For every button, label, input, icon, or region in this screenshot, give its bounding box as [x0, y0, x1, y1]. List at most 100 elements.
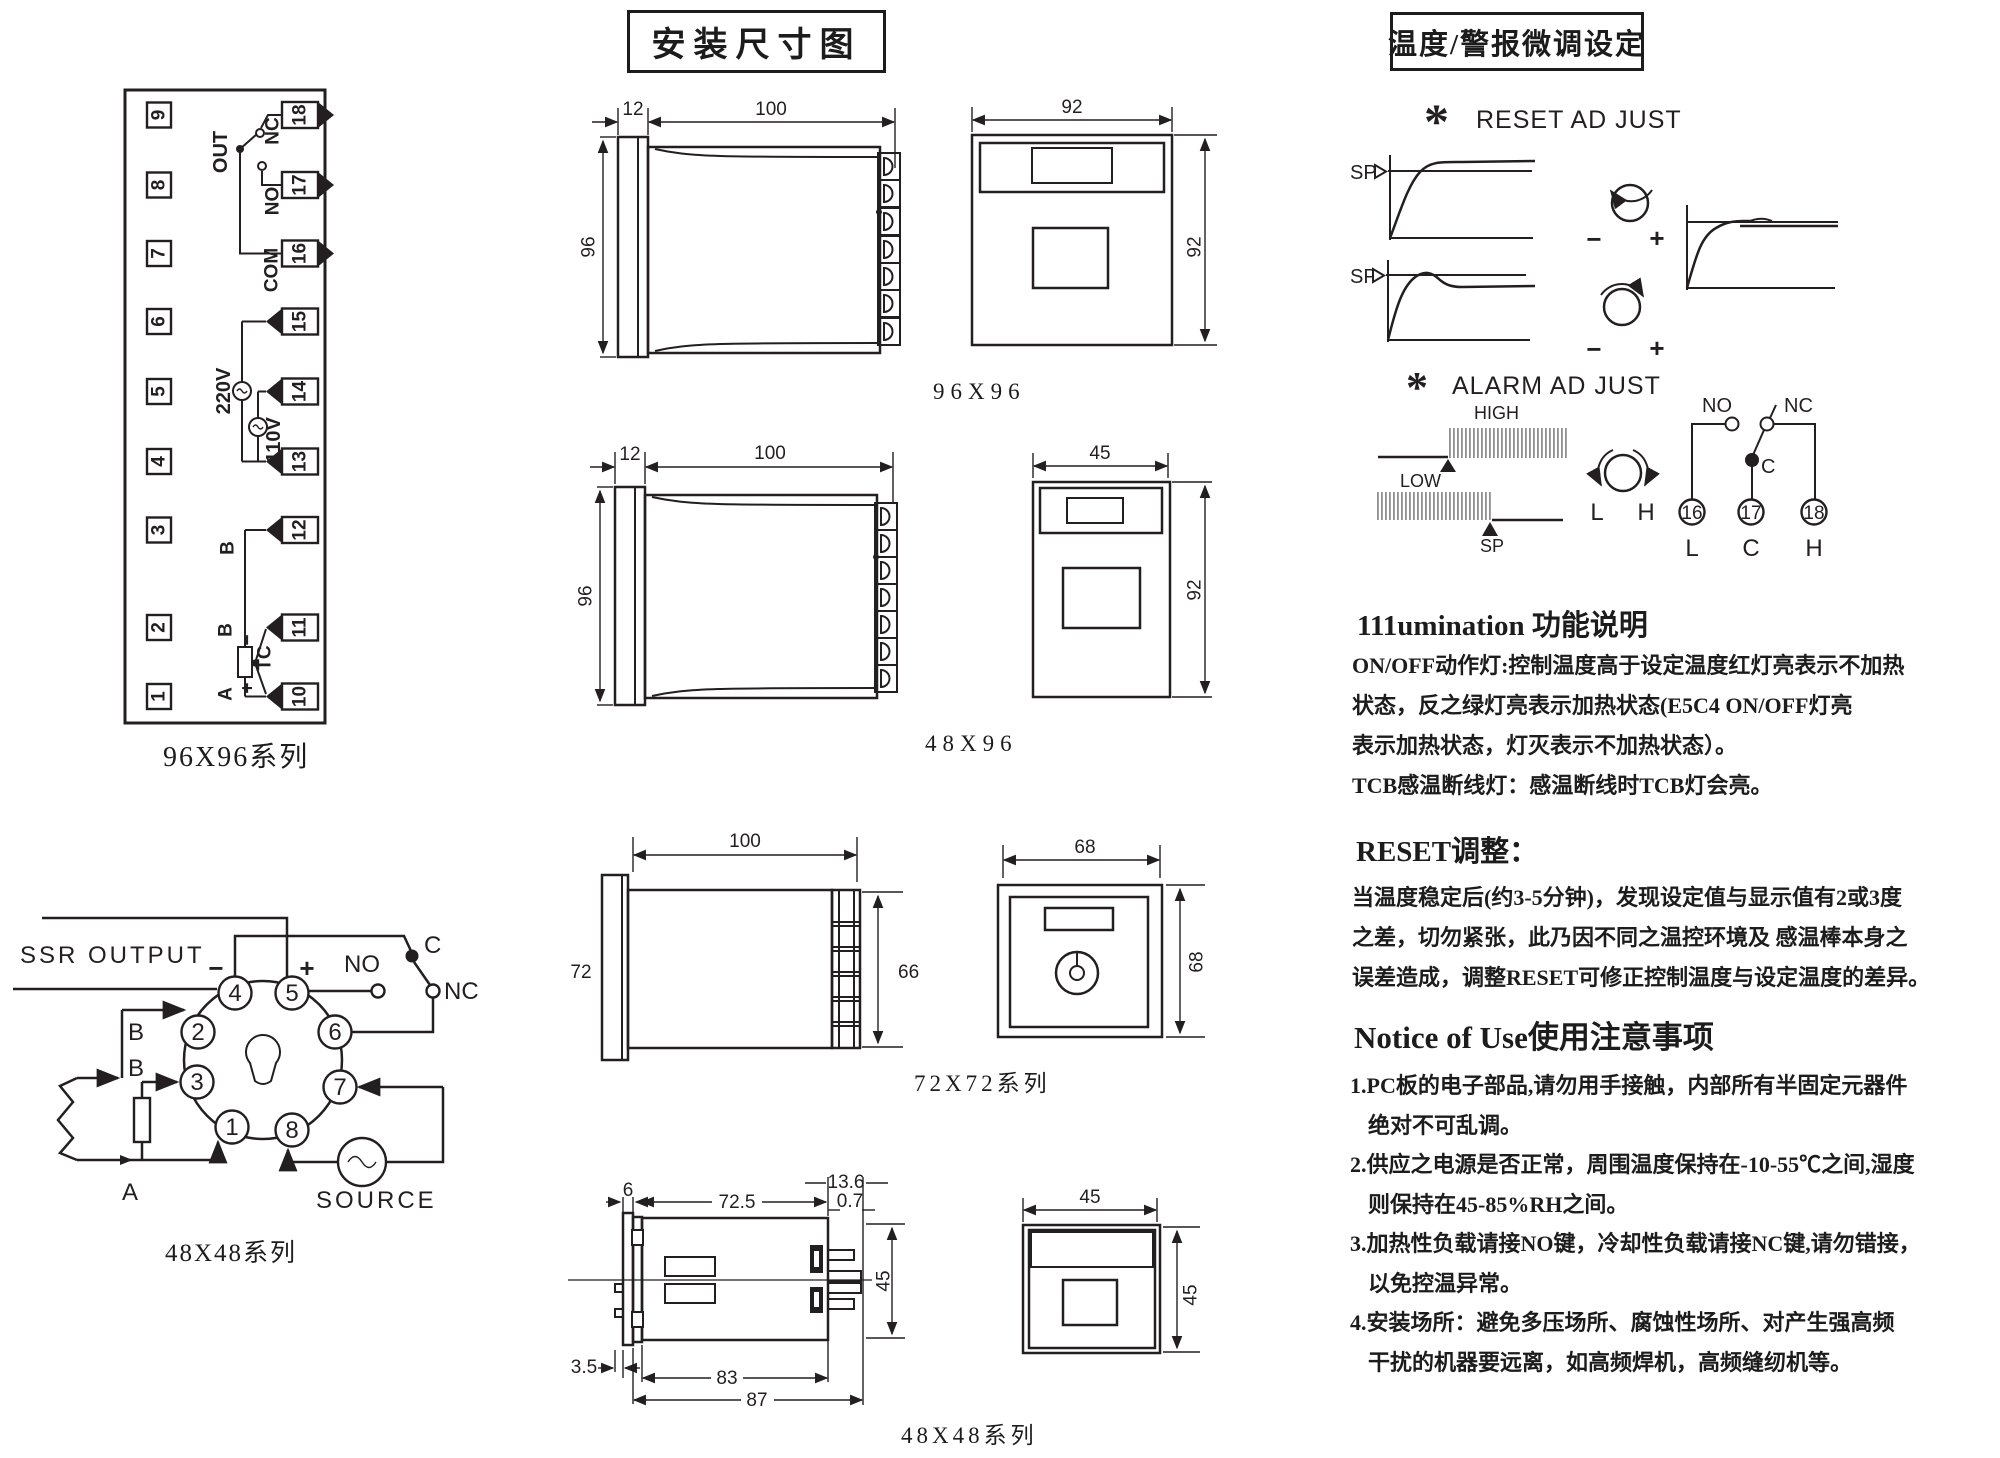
series-label-48x48: 48X48系列: [165, 1240, 298, 1267]
size-label-48x48: 48X48系列: [901, 1423, 1038, 1448]
l-label: L: [1590, 499, 1603, 526]
terminal-16: 16: [1681, 503, 1702, 524]
relay-contact-wiring: NO C NC: [309, 932, 479, 1034]
text-line: 误差造成，调整RESET可修正控制温度与设定温度的差异。: [1352, 965, 1931, 990]
terminal-left-pins: 9 8 7 6 5 4 3 2 1: [145, 101, 173, 711]
text-line: ON/OFF动作灯:控制温度高于设定温度红灯亮表示不加热: [1352, 653, 1905, 678]
reset-adjust-title: RESET AD JUST: [1476, 106, 1682, 134]
reset-section-body: 当温度稳定后(约3-5分钟)，发现设定值与显示值有2或3度 之差，切勿紧张，此乃…: [1352, 878, 1930, 998]
dim-72-5: 72.5: [719, 1192, 756, 1213]
no-label: NO: [344, 951, 380, 978]
front-view: 45 45: [1021, 1187, 1202, 1355]
dim-92-height: 92: [1185, 236, 1206, 257]
text-line: TCB感温断线灯：感温断线时TCB灯会亮。: [1352, 773, 1773, 798]
socket-pin: 8: [285, 1117, 298, 1144]
text-line: 干扰的机器要远离，如高频焊机，高频缝纫机等。: [1368, 1349, 1853, 1375]
tag-label: 16: [290, 243, 311, 264]
dimension-lines: [1032, 453, 1212, 698]
pin-label: 9: [149, 110, 170, 121]
source-wiring: SOURCE: [278, 1077, 445, 1214]
dim-100: 100: [729, 831, 761, 852]
pin-label: 5: [149, 386, 170, 397]
c-label: C: [1761, 456, 1775, 478]
plus-label: +: [1649, 333, 1664, 363]
terminal-h-label: H: [1805, 535, 1822, 562]
nc-label: NC: [263, 117, 284, 145]
dimension-drawing-96x96: 12 100 96 92 92: [579, 97, 1217, 359]
tc-label: TC: [255, 645, 276, 671]
size-label-72x72: 72X72系列: [914, 1071, 1051, 1096]
front-view: 68 68: [996, 837, 1208, 1039]
terminal-18: 18: [1803, 503, 1824, 524]
reset-section-heading: RESET调整：: [1356, 836, 1539, 868]
dimension-lines: [971, 107, 1217, 346]
dim-12: 12: [622, 99, 643, 120]
b2-label: B: [128, 1055, 144, 1082]
a-label: A: [216, 687, 237, 701]
ssr-output-label: SSR OUTPUT: [20, 942, 205, 969]
sp-graph-overshoot: SP: [1350, 155, 1536, 240]
sensor-wiring: B B − TC + A: [216, 529, 276, 701]
minus-label: −: [238, 634, 259, 645]
v220-label: 220V: [213, 367, 235, 414]
dimension-drawing-72x72: 100 72 66 68 68: [570, 831, 1208, 1062]
high-label: HIGH: [1474, 403, 1519, 423]
text-line: 当温度稳定后(约3-5分钟)，发现设定值与显示值有2或3度: [1352, 885, 1902, 910]
terminal-c-label: C: [1742, 535, 1759, 562]
b1-label: B: [218, 541, 239, 555]
terminal-blocks: [877, 152, 901, 346]
front-view: 92 92: [970, 97, 1217, 347]
dim-45-width: 45: [1079, 1187, 1100, 1208]
ssr-output-wiring: SSR OUTPUT − +: [13, 916, 413, 991]
terminal-17: 17: [1740, 503, 1761, 524]
side-view: 100 72 66: [570, 831, 919, 1062]
relay-output-wiring: OUT NC NO COM: [210, 114, 284, 292]
text-line: 则保持在45-85%RH之间。: [1368, 1191, 1629, 1217]
c-label: C: [424, 932, 441, 959]
dim-87: 87: [746, 1390, 767, 1411]
low-label: LOW: [1400, 471, 1441, 491]
socket-pin: 2: [191, 1019, 204, 1046]
pin-label: 1: [149, 691, 170, 702]
tag-label: 10: [290, 686, 311, 707]
text-line: 绝对不可乱调。: [1368, 1112, 1523, 1138]
dim-0-7: 0.7: [837, 1191, 863, 1212]
b1-label: B: [128, 1019, 144, 1046]
nc-label: NC: [1784, 395, 1813, 417]
reset-adjust-diagram: * RESET AD JUST SP − + SP − +: [1350, 93, 1838, 364]
alarm-relay: NO NC C 16 17 18 L C H: [1678, 395, 1828, 562]
socket-wiring-diagram-48x48: SSR OUTPUT − + NO C NC 4 5 2 6 3 7 1 8: [13, 916, 479, 1214]
text-line: 表示加热状态，灯灭表示不加热状态）。: [1352, 733, 1738, 758]
pin-label: 4: [149, 456, 170, 467]
star-icon: *: [1406, 363, 1428, 412]
dim-45-height: 45: [1181, 1284, 1202, 1305]
text-line: 2.供应之电源是否正常，周围温度保持在-10-55℃之间,湿度: [1350, 1152, 1915, 1177]
b2-label: B: [216, 623, 237, 637]
terminal-l-label: L: [1685, 535, 1698, 562]
dim-13-6: 13.6: [828, 1172, 865, 1193]
adjust-settings-title: 温度/警报微调设定: [1388, 12, 1644, 71]
star-icon: *: [1424, 93, 1449, 149]
socket-pin: 7: [333, 1074, 346, 1101]
dim-100: 100: [755, 99, 787, 120]
no-label: NO: [1702, 395, 1732, 417]
tag-label: 12: [290, 519, 311, 540]
plus-label: +: [299, 953, 314, 983]
out-label: OUT: [210, 131, 232, 173]
com-label: COM: [262, 248, 283, 292]
knob-minus-direction: − +: [1586, 183, 1665, 254]
dim-68-width: 68: [1074, 837, 1095, 858]
pin-label: 2: [149, 622, 170, 633]
socket-pin: 5: [285, 980, 298, 1007]
source-label: SOURCE: [316, 1187, 437, 1214]
socket-pin: 4: [228, 980, 241, 1007]
dim-12: 12: [619, 444, 640, 465]
dim-6: 6: [623, 1180, 634, 1201]
installation-dimensions-title: 安装尺寸图: [627, 10, 886, 73]
text-line: 之差，切勿紧张，此乃因不同之温控环境及 感温棒本身之: [1352, 925, 1908, 950]
series-label-96x96: 96X96系列: [163, 742, 310, 773]
plus-label: +: [238, 682, 259, 693]
knob-plus-direction: − +: [1586, 277, 1665, 364]
socket-pin: 1: [225, 1114, 238, 1141]
text-line: 状态，反之绿灯亮表示加热状态(E5C4 ON/OFF灯亮: [1352, 693, 1853, 718]
